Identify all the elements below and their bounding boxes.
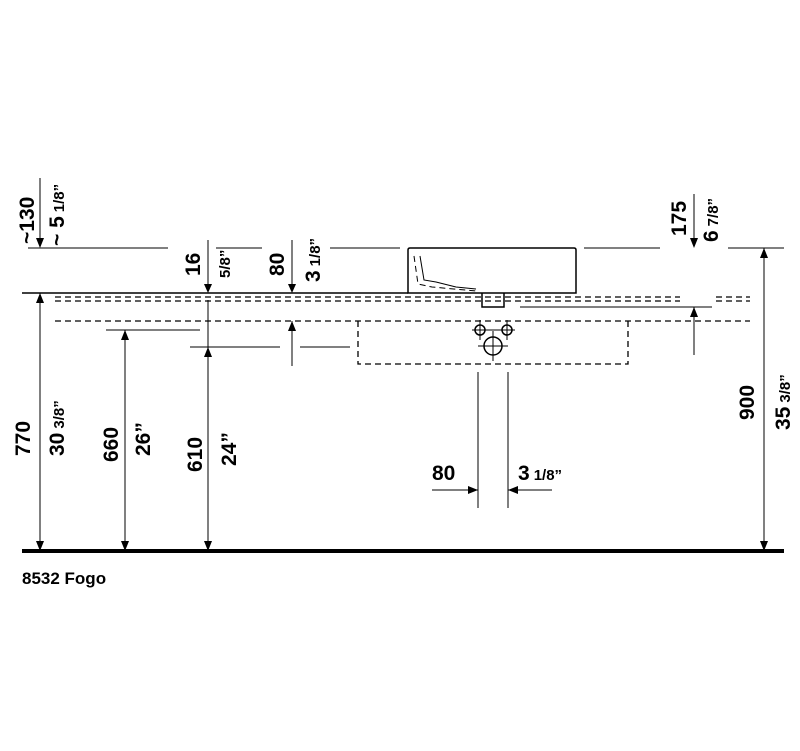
drain-and-supply [472,320,515,508]
dim-16-mm: 16 [182,253,205,276]
dim-900-mm: 900 [736,385,759,420]
label-175: 175 67/8” [668,198,723,242]
dashed-counter-outline [55,296,750,365]
dim-610-in: 24” [218,432,241,466]
dim-770-mm: 770 [12,421,35,456]
dim-900-in: 353/8” [772,374,795,430]
label-660: 660 26” [100,422,155,462]
dim-175-mm: 175 [668,201,691,236]
label-770: 770 303/8” [12,400,69,456]
dim-80-top-mm: 80 [266,253,289,276]
dim-175-in: 67/8” [700,198,723,242]
label-130: ~130 ~ 51/8” [16,184,69,246]
dim-16-in: 5/8” [217,250,234,278]
dimension-arrows [36,178,768,551]
label-610: 610 24” [184,432,241,472]
dim-770-in: 303/8” [46,400,69,456]
dim-130-in: ~ 51/8” [46,184,69,246]
label-16: 16 5/8” [182,250,234,278]
dim-130-mm: ~130 [16,197,39,244]
dim-80-bottom-mm: 80 [432,462,455,485]
dim-80-top-in: 31/8” [302,238,325,282]
model-label: 8532 Fogo [22,569,106,588]
dim-660-mm: 660 [100,427,123,462]
reference-lines [22,247,784,348]
dim-610-mm: 610 [184,437,207,472]
dim-660-in: 26” [132,422,155,456]
label-900: 900 353/8” [736,374,795,430]
basin-body [407,247,577,308]
label-80-top: 80 31/8” [266,238,325,282]
